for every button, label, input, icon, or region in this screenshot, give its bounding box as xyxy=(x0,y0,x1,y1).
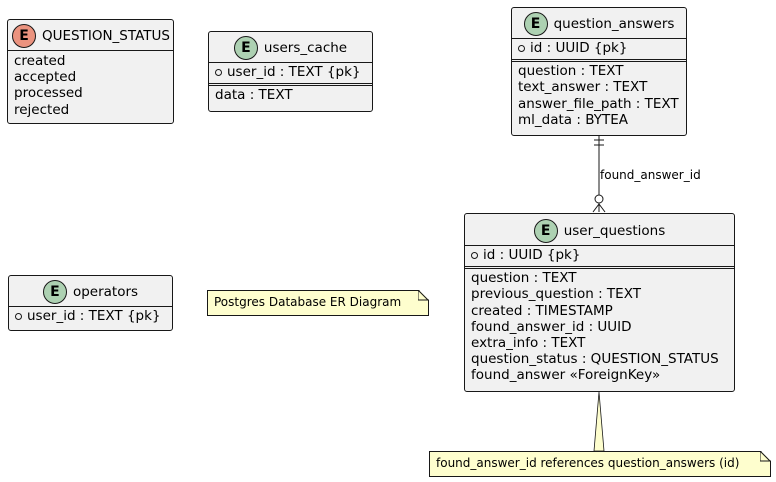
enum-value: processed xyxy=(14,85,83,102)
entity-badge-icon: E xyxy=(523,12,548,36)
entity-name: users_cache xyxy=(263,40,348,56)
entity-name: QUESTION_STATUS xyxy=(42,28,170,44)
pk-field: id : UUID {pk} xyxy=(518,40,680,56)
entity-name: user_questions xyxy=(563,223,666,239)
pk-field: id : UUID {pk} xyxy=(471,247,728,263)
entity-badge-icon: E xyxy=(42,280,67,304)
pk-icon xyxy=(471,251,478,259)
field: created : TIMESTAMP xyxy=(471,302,613,319)
field: question : TEXT xyxy=(518,63,624,80)
entity-operators[interactable]: E operators user_id : TEXT {pk} xyxy=(8,275,173,331)
crowfoot-right xyxy=(598,203,606,213)
note-connector xyxy=(593,391,605,452)
entity-name: operators xyxy=(72,284,139,300)
zero-marker xyxy=(594,194,604,204)
enum-badge-icon: E xyxy=(12,24,36,48)
pk-icon xyxy=(15,312,22,320)
field: extra_info : TEXT xyxy=(471,335,586,352)
pk-field: user_id : TEXT {pk} xyxy=(215,64,366,80)
diagram-title-note: Postgres Database ER Diagram xyxy=(207,290,429,316)
entity-users-cache[interactable]: E users_cache user_id : TEXT {pk} data :… xyxy=(208,31,373,112)
fk-note: found_answer_id references question_answ… xyxy=(429,451,771,477)
entity-name: question_answers xyxy=(553,16,675,32)
field: found_answer_id : UUID xyxy=(471,318,632,335)
field: question_status : QUESTION_STATUS xyxy=(471,351,719,368)
note-text: found_answer_id references question_answ… xyxy=(436,456,740,470)
note-text: Postgres Database ER Diagram xyxy=(214,295,402,309)
field: answer_file_path : TEXT xyxy=(518,95,679,112)
enum-value: accepted xyxy=(14,69,77,86)
pk-field: user_id : TEXT {pk} xyxy=(15,308,166,324)
field: data : TEXT xyxy=(215,87,293,104)
field: question : TEXT xyxy=(471,270,577,287)
pk-icon xyxy=(215,68,222,76)
field: found_answer «ForeignKey» xyxy=(471,367,661,384)
relationship-label: found_answer_id xyxy=(600,168,701,182)
field: ml_data : BYTEA xyxy=(518,111,628,128)
enum-value: rejected xyxy=(14,101,70,118)
entity-badge-icon: E xyxy=(233,36,258,60)
pk-icon xyxy=(518,44,525,52)
field: text_answer : TEXT xyxy=(518,79,648,96)
field: previous_question : TEXT xyxy=(471,286,641,303)
entity-badge-icon: E xyxy=(533,219,558,243)
entity-question-status[interactable]: E QUESTION_STATUS created accepted proce… xyxy=(7,19,174,124)
enum-value: created xyxy=(14,53,66,69)
crowfoot-left xyxy=(592,203,600,213)
entity-user-questions[interactable]: E user_questions id : UUID {pk} question… xyxy=(464,213,735,392)
entity-question-answers[interactable]: E question_answers id : UUID {pk} questi… xyxy=(511,7,687,136)
